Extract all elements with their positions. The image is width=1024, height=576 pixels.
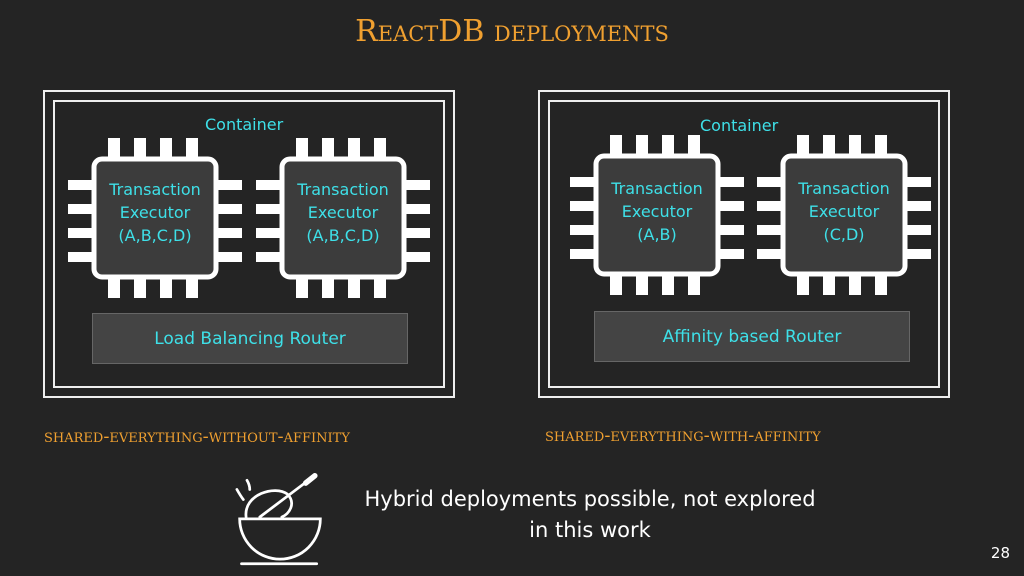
chip-label-line1: Transaction <box>798 179 890 198</box>
chip-label-line1: Transaction <box>109 180 201 199</box>
left-caption: shared-everything-without-affinity <box>44 426 350 447</box>
chip-label-line1: Transaction <box>611 179 703 198</box>
chip-label-line2: Executor <box>119 203 191 222</box>
left-container-box <box>53 100 445 388</box>
chip-label-line2: Executor <box>808 202 880 221</box>
chip-label-line2: Executor <box>621 202 693 221</box>
chip-label-line2: Executor <box>307 203 379 222</box>
chip-icon <box>570 135 744 295</box>
chip-partitions: (A,B,C,D) <box>118 226 192 245</box>
slide-title: ReactDB deployments <box>355 14 669 49</box>
chip-icon <box>68 138 242 298</box>
right-container-label: Container <box>700 116 779 135</box>
left-container-label: Container <box>205 115 284 134</box>
note-line1: Hybrid deployments possible, not explore… <box>364 487 816 511</box>
right-deployment-frame <box>538 90 950 398</box>
chip-icon <box>757 135 931 295</box>
page-number: 28 <box>990 544 1010 562</box>
note-line2: in this work <box>529 518 651 542</box>
right-container-box <box>548 100 940 388</box>
chip-label-line1: Transaction <box>297 180 389 199</box>
right-caption: shared-everything-with-affinity <box>545 425 821 446</box>
left-deployment-frame <box>43 90 455 398</box>
chip-partitions: (A,B,C,D) <box>306 226 380 245</box>
mixing-bowl-icon <box>235 473 322 566</box>
affinity-router: Affinity based Router <box>594 311 910 362</box>
load-balancing-router: Load Balancing Router <box>92 313 408 364</box>
chip-icon <box>256 138 430 298</box>
chip-partitions: (A,B) <box>637 225 677 244</box>
chip-partitions: (C,D) <box>823 225 865 244</box>
